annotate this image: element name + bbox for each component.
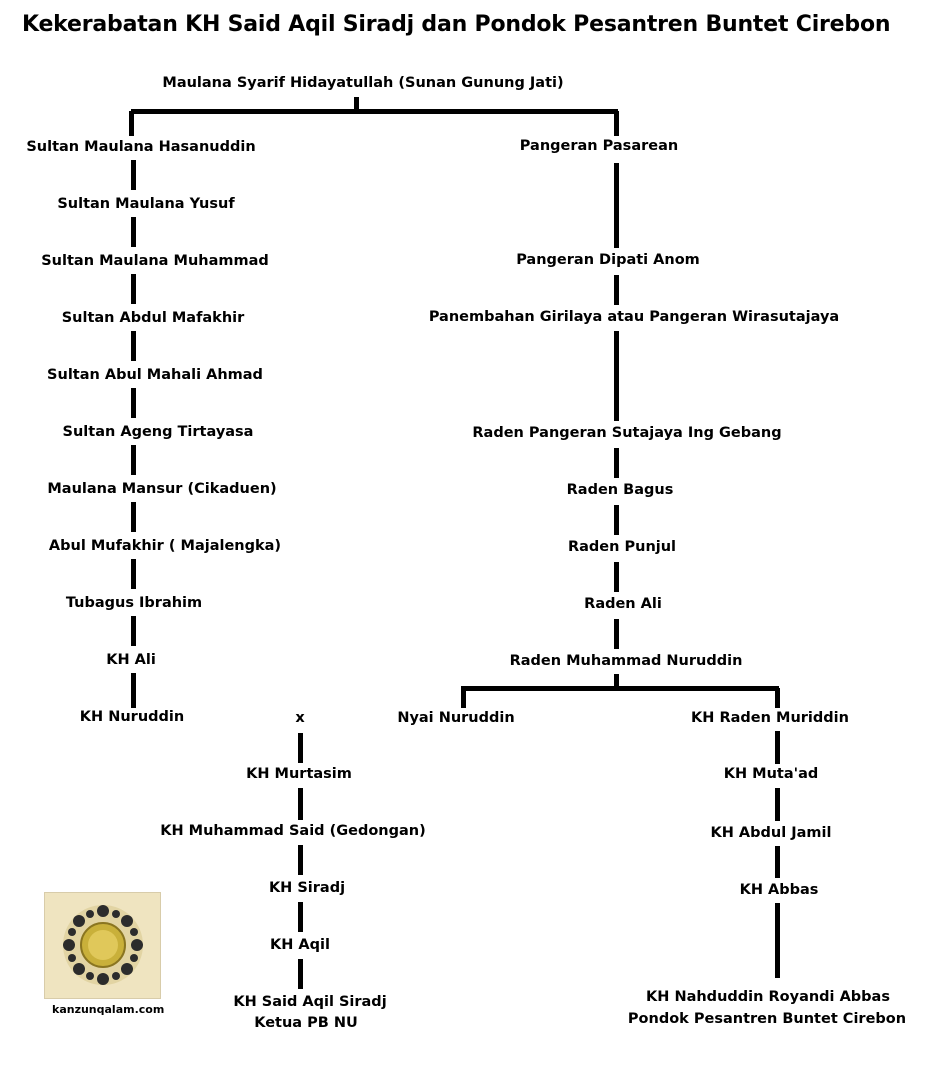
connector-line <box>354 97 359 113</box>
connector-line <box>461 686 779 691</box>
middle-note: Ketua PB NU <box>254 1015 358 1031</box>
split-right-node: KH Raden Muriddin <box>691 710 849 726</box>
left-node: Sultan Ageng Tirtayasa <box>62 424 254 440</box>
left-node: Maulana Mansur (Cikaduen) <box>47 481 277 497</box>
connector-line <box>298 845 303 875</box>
right-node: Raden Bagus <box>566 482 674 498</box>
left-node: Abul Mufakhir ( Majalengka) <box>48 538 282 554</box>
right-node: Raden Ali <box>584 596 662 612</box>
connector-line <box>131 616 136 646</box>
connector-line <box>131 445 136 475</box>
far-right-node: KH Abdul Jamil <box>710 825 832 841</box>
connector-line <box>775 731 780 764</box>
connector-line <box>131 673 136 708</box>
connector-line <box>298 733 303 763</box>
connector-line <box>131 331 136 361</box>
connector-line <box>461 688 466 708</box>
connector-line <box>298 788 303 820</box>
connector-line <box>614 275 619 305</box>
right-node: Pangeran Dipati Anom <box>516 252 700 268</box>
left-node: KH Ali <box>106 652 156 668</box>
middle-node: KH Murtasim <box>246 766 352 782</box>
right-node: Raden Muhammad Nuruddin <box>509 653 743 669</box>
far-right-node: KH Muta'ad <box>723 766 819 782</box>
connector-line <box>614 448 619 478</box>
connector-line <box>614 163 619 248</box>
connector-line <box>298 959 303 989</box>
connector-line <box>614 505 619 535</box>
connector-line <box>129 111 134 136</box>
split-left-node: Nyai Nuruddin <box>397 710 515 726</box>
connector-line <box>775 688 780 708</box>
far-right-node: KH Nahduddin Royandi Abbas <box>646 989 890 1005</box>
root-node: Maulana Syarif Hidayatullah (Sunan Gunun… <box>162 75 564 91</box>
far-right-note: Pondok Pesantren Buntet Cirebon <box>627 1011 907 1027</box>
connector-line <box>131 274 136 304</box>
middle-node: KH Said Aqil Siradj <box>233 994 387 1010</box>
middle-node: KH Siradj <box>268 880 346 896</box>
connector-line <box>131 109 618 114</box>
connector-line <box>614 562 619 592</box>
connector-line <box>131 160 136 190</box>
connector-line <box>614 619 619 649</box>
connector-line <box>775 846 780 878</box>
connector-line <box>131 217 136 247</box>
right-node: Pangeran Pasarean <box>519 138 679 154</box>
left-node: Tubagus Ibrahim <box>65 595 203 611</box>
right-node: Raden Pangeran Sutajaya Ing Gebang <box>472 425 782 441</box>
connector-line <box>614 111 619 136</box>
connector-line <box>298 902 303 932</box>
marriage-marker: x <box>295 710 305 726</box>
far-right-node: KH Abbas <box>739 882 819 898</box>
connector-line <box>775 788 780 821</box>
logo <box>44 892 161 999</box>
logo-emblem-icon <box>45 893 160 998</box>
connector-line <box>775 903 780 978</box>
left-node: Sultan Abul Mahali Ahmad <box>47 367 263 383</box>
connector-line <box>131 559 136 589</box>
middle-node: KH Muhammad Said (Gedongan) <box>160 823 426 839</box>
left-node: Sultan Maulana Muhammad <box>41 253 269 269</box>
right-node: Raden Punjul <box>567 539 677 555</box>
left-node: Sultan Maulana Hasanuddin <box>26 139 256 155</box>
page-title: Kekerabatan KH Said Aqil Siradj dan Pond… <box>22 12 891 37</box>
left-node: KH Nuruddin <box>79 709 185 725</box>
middle-node: KH Aqil <box>270 937 330 953</box>
right-node: Panembahan Girilaya atau Pangeran Wirasu… <box>428 309 840 325</box>
logo-caption: kanzunqalam.com <box>52 1003 165 1016</box>
left-node: Sultan Maulana Yusuf <box>57 196 235 212</box>
connector-line <box>131 388 136 418</box>
left-node: Sultan Abdul Mafakhir <box>61 310 245 326</box>
connector-line <box>614 331 619 421</box>
connector-line <box>614 674 619 688</box>
connector-line <box>131 502 136 532</box>
